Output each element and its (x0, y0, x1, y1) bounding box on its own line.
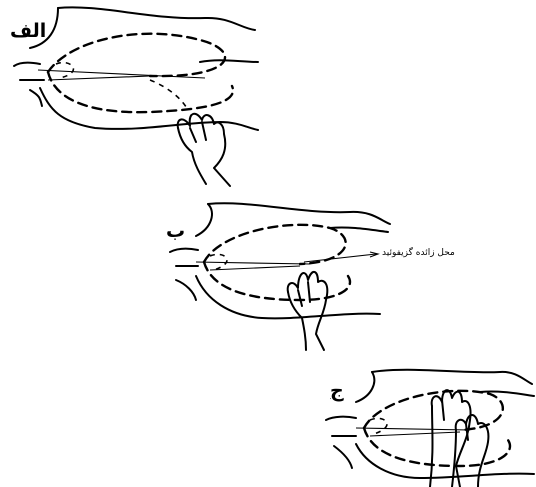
torso-outline-c (326, 370, 534, 478)
xiphoid-callout: محل زائده گزیفوئید (382, 248, 455, 258)
panel-label-a: الف (10, 20, 46, 42)
hands-c (430, 390, 488, 487)
panel-label-c: ج (330, 380, 344, 402)
panel-label-b: ب (166, 220, 185, 242)
